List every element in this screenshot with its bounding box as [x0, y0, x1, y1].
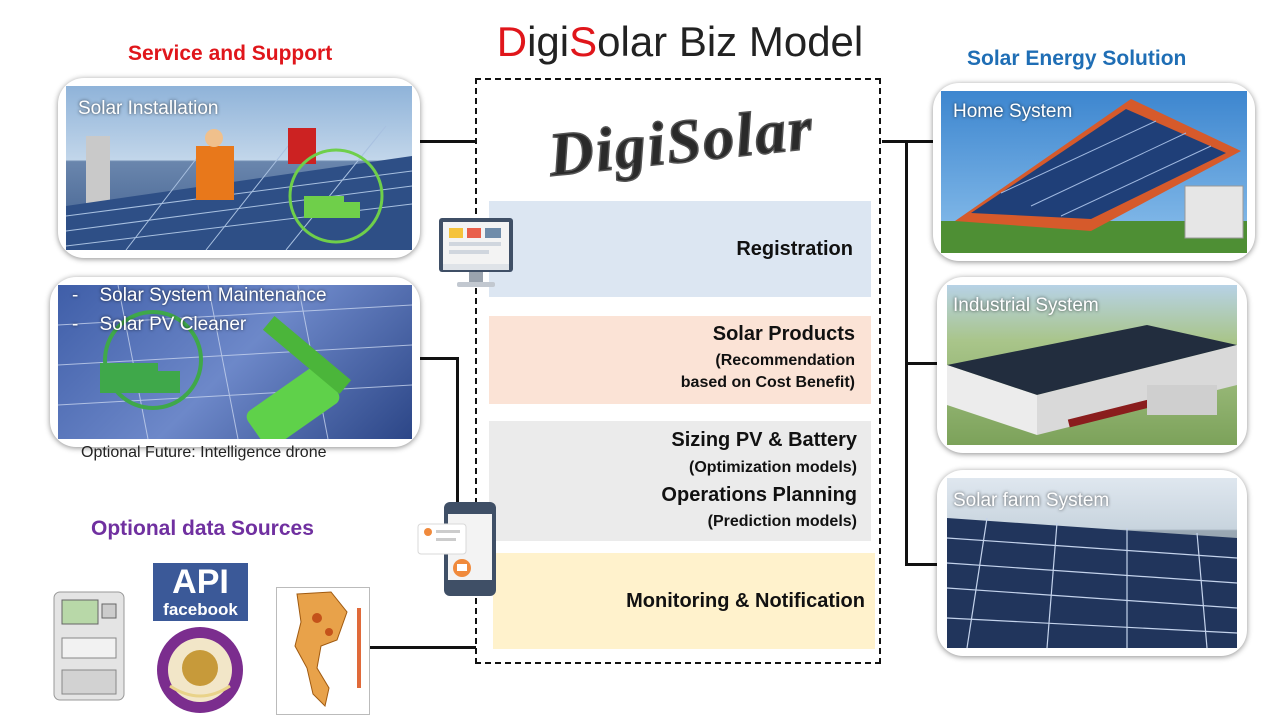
registration-label: Registration — [736, 238, 853, 260]
industrial-system-card: Industrial System — [937, 277, 1247, 453]
desktop-monitor-icon — [437, 216, 515, 290]
thailand-map-icon — [276, 587, 370, 715]
solar-installation-caption: Solar Installation — [78, 98, 219, 119]
connector-installation — [415, 140, 477, 143]
digisolar-logo-text: DigiSolar — [545, 98, 818, 188]
connector-home — [882, 140, 934, 143]
maintenance-item-2: - Solar PV Cleaner — [72, 314, 247, 335]
solar-energy-solution-heading: Solar Energy Solution — [967, 47, 1187, 70]
api-facebook-logo: API facebook — [153, 563, 248, 621]
solar-products-title: Solar Products — [712, 323, 855, 345]
solar-farm-photo — [947, 478, 1237, 648]
future-drone-note: Optional Future: Intelligence drone — [81, 444, 327, 461]
operations-title: Operations Planning — [661, 484, 857, 506]
monitoring-band: Monitoring & Notification — [493, 553, 875, 649]
solar-farm-system-card: Solar farm System — [937, 470, 1247, 656]
solar-farm-caption: Solar farm System — [953, 490, 1110, 511]
sizing-sub: (Optimization models) — [689, 459, 857, 476]
solar-products-sub1: (Recommendation — [715, 352, 855, 369]
operations-sub: (Prediction models) — [707, 513, 857, 530]
solar-products-sub2: based on Cost Benefit) — [680, 374, 855, 391]
connector-industrial — [905, 362, 937, 365]
connector-maintenance-v — [456, 357, 459, 507]
smart-meter-icon — [52, 590, 126, 702]
connector-right-trunk — [905, 140, 908, 566]
digisolar-platform: DigiSolar Registration Solar Products (R… — [475, 78, 881, 664]
solar-maintenance-card: - Solar System Maintenance - Solar PV Cl… — [50, 277, 420, 447]
maintenance-item-1: - Solar System Maintenance — [72, 285, 327, 306]
home-system-caption: Home System — [953, 101, 1073, 122]
government-seal-icon — [156, 626, 244, 714]
page-title: DigiSolar Biz Model — [496, 18, 864, 65]
service-support-heading: Service and Support — [128, 42, 333, 65]
home-system-card: Home System — [933, 83, 1255, 261]
digisolar-logo: DigiSolar — [517, 94, 847, 191]
home-system-photo — [941, 91, 1247, 253]
industrial-system-caption: Industrial System — [953, 295, 1099, 316]
solar-maintenance-photo — [58, 285, 412, 439]
sizing-title: Sizing PV & Battery — [671, 429, 857, 451]
connector-farm — [905, 563, 937, 566]
industrial-system-photo — [947, 285, 1237, 445]
registration-band: Registration — [489, 201, 871, 297]
mobile-notification-icon — [416, 500, 500, 598]
data-sources-heading: Optional data Sources — [91, 517, 314, 540]
sizing-planning-band: Sizing PV & Battery (Optimization models… — [489, 421, 871, 541]
connector-maintenance-h — [420, 357, 458, 360]
solar-products-band: Solar Products (Recommendation based on … — [489, 316, 871, 404]
connector-data-sources — [368, 646, 476, 649]
solar-installation-photo — [66, 86, 412, 250]
solar-installation-card: Solar Installation — [58, 78, 420, 258]
monitoring-label: Monitoring & Notification — [626, 590, 865, 612]
